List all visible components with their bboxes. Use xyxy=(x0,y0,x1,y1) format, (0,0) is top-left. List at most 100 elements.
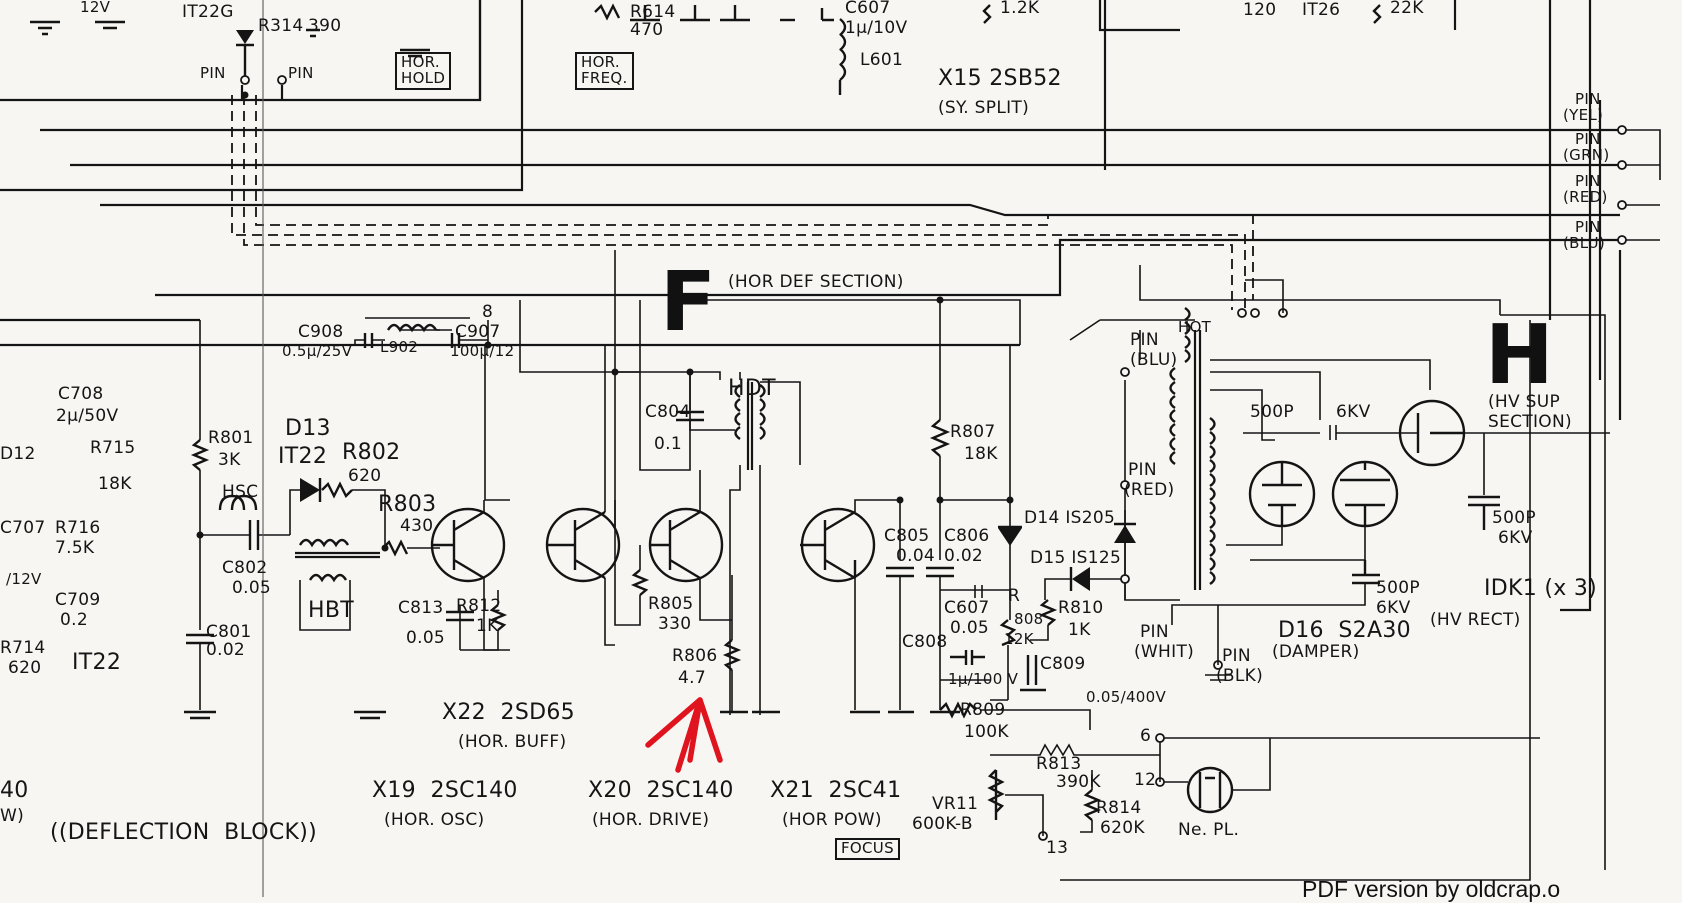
pin-yel-label: PIN xyxy=(1575,90,1601,108)
label-pin-red-color: (RED) xyxy=(1124,480,1175,500)
label-c801: C801 xyxy=(206,622,252,642)
deflection-block-title: ((DEFLECTION BLOCK)) xyxy=(50,820,318,845)
label-r812-value: 1K xyxy=(476,616,499,636)
label-node-6: 6 xyxy=(1140,726,1152,746)
label-idk1: IDK1 (x 3) xyxy=(1484,576,1598,601)
pin-grn-color: (GRN) xyxy=(1563,146,1610,164)
label-c607b-value: 0.05 xyxy=(950,618,990,638)
label-c707-value: /12V xyxy=(6,570,42,588)
label-pin-red: PIN xyxy=(1128,460,1157,480)
label-c708-value: 2μ/50V xyxy=(56,406,119,426)
label-r803: R803 xyxy=(378,492,437,517)
label-r715-value: 18K xyxy=(98,474,132,494)
label-ne-pl: Ne. PL. xyxy=(1178,820,1240,840)
pin-blu-label: PIN xyxy=(1575,218,1601,236)
label-6kv-c: 6KV xyxy=(1376,598,1411,618)
label-r805-value: 330 xyxy=(658,614,692,634)
label-c809: C809 xyxy=(1040,654,1086,674)
label-node-12: 12 xyxy=(1134,770,1157,790)
label-hdt: HDT xyxy=(728,376,776,401)
label-it26: IT26 xyxy=(1302,0,1341,20)
label-r806: R806 xyxy=(672,646,718,666)
label-r809-value: 100K xyxy=(964,722,1009,742)
label-pin-blu-color: (BLU) xyxy=(1130,350,1178,370)
section-f-caption: (HOR DEF SECTION) xyxy=(728,272,904,292)
label-d12: D12 xyxy=(0,444,36,464)
label-c809-value: 0.05/400V xyxy=(1086,688,1167,706)
hor-hold-line2: HOLD xyxy=(401,68,446,87)
label-r715: R715 xyxy=(90,438,136,458)
junction-dots xyxy=(196,91,1014,552)
label-6kv-b: 6KV xyxy=(1498,528,1533,548)
label-x22: X22 2SD65 xyxy=(442,700,575,725)
label-x20: X20 2SC140 xyxy=(588,778,734,803)
label-12v: 12V xyxy=(80,0,111,16)
label-c908: C908 xyxy=(298,322,344,342)
label-c805: C805 xyxy=(884,526,930,546)
focus-box: FOCUS xyxy=(835,838,900,860)
label-r807: R807 xyxy=(950,422,996,442)
section-f-letter: F xyxy=(660,255,717,350)
section-h-caption-2: SECTION) xyxy=(1488,412,1572,432)
label-r802: R802 xyxy=(342,440,401,465)
label-c808-value: 1μ/100 V xyxy=(948,670,1019,688)
label-r812: R812 xyxy=(456,596,502,616)
label-c813: C813 xyxy=(398,598,444,618)
label-r809: R809 xyxy=(960,700,1006,720)
hor-freq-line1: HOR. xyxy=(581,53,620,71)
label-l902: L902 xyxy=(380,338,419,356)
label-c805-value: 0.04 xyxy=(896,546,936,566)
label-c709: C709 xyxy=(55,590,101,610)
pin-blu-color: (BLU) xyxy=(1563,234,1606,252)
label-c804: C804 xyxy=(645,402,691,422)
paper-fold-line xyxy=(262,0,264,897)
label-r801-value: 3K xyxy=(218,450,241,470)
label-r808: R xyxy=(1008,586,1021,606)
label-500p-b: 500P xyxy=(1492,508,1536,528)
label-r801: R801 xyxy=(208,428,254,448)
label-x15-desc: (SY. SPLIT) xyxy=(938,98,1030,118)
label-r716: R716 xyxy=(55,518,101,538)
label-r810: R810 xyxy=(1058,598,1104,618)
label-r813: R813 xyxy=(1036,754,1082,774)
label-pin-a: PIN xyxy=(200,64,226,82)
label-c708: C708 xyxy=(58,384,104,404)
label-c607: C607 xyxy=(845,0,891,18)
pin-yel-color: (YEL) xyxy=(1563,106,1604,124)
pin-red-color: (RED) xyxy=(1563,188,1608,206)
label-c801-value: 0.02 xyxy=(206,640,246,660)
pin-red-label: PIN xyxy=(1575,172,1601,190)
label-d15: D15 IS125 xyxy=(1030,548,1122,568)
label-pin-whit-color: (WHIT) xyxy=(1134,642,1195,662)
label-d14: D14 IS205 xyxy=(1024,508,1116,528)
label-left-cut: 40 xyxy=(0,778,29,803)
label-r814: R814 xyxy=(1096,798,1142,818)
label-r805: R805 xyxy=(648,594,694,614)
label-22k: 22K xyxy=(1390,0,1424,18)
label-r802-value: 620 xyxy=(348,466,382,486)
label-c806-value: 0.02 xyxy=(944,546,984,566)
top-components xyxy=(30,3,1382,95)
top-wiring xyxy=(0,0,1620,612)
label-r314-value: 390 xyxy=(308,16,342,36)
hor-freq-line2: FREQ. xyxy=(581,68,628,87)
label-c813-value: 0.05 xyxy=(406,628,446,648)
label-r714: R714 xyxy=(0,638,46,658)
label-r614: R614 xyxy=(630,2,676,22)
right-pin-nodes xyxy=(1598,100,1661,420)
label-pin-b: PIN xyxy=(288,64,314,82)
label-x21-desc: (HOR POW) xyxy=(782,810,882,830)
label-l601: L601 xyxy=(860,50,904,70)
pin-grn-label: PIN xyxy=(1575,130,1601,148)
label-c808: C808 xyxy=(902,632,948,652)
label-hbt: HBT xyxy=(308,598,354,623)
label-x20-desc: (HOR. DRIVE) xyxy=(592,810,710,830)
label-damper: (DAMPER) xyxy=(1272,642,1360,662)
hv-section xyxy=(1060,265,1610,881)
label-r807-value: 18K xyxy=(964,444,998,464)
hor-hold-line1: HOR. xyxy=(401,53,440,71)
label-node-8: 8 xyxy=(482,302,494,322)
label-6kv-a: 6KV xyxy=(1336,402,1371,422)
label-vr11: VR11 xyxy=(932,794,979,814)
